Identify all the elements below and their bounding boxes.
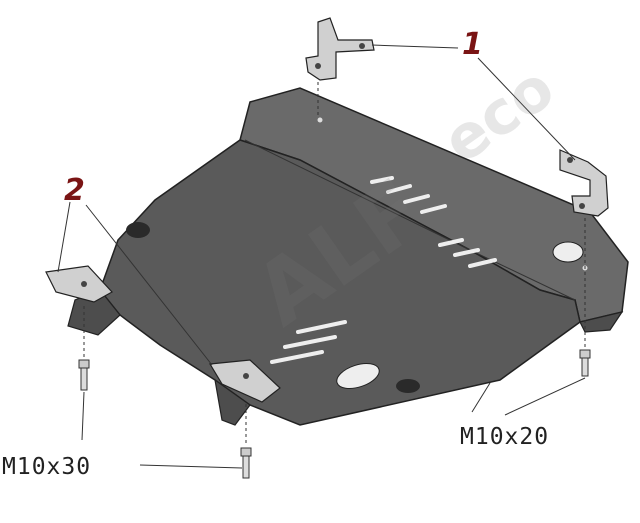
rubber-plug — [126, 222, 150, 238]
plate-front-flange — [214, 378, 251, 426]
vent-slot — [296, 320, 347, 334]
vent-slot — [283, 335, 337, 349]
plate-main-section — [99, 139, 581, 426]
mount-hole — [317, 117, 323, 123]
vent-slot — [468, 258, 497, 268]
bracket-part-2-front — [208, 359, 281, 445]
plate-right-flange — [579, 311, 624, 333]
rubber-plug — [396, 379, 420, 393]
vent-slot — [270, 350, 324, 364]
callout-part-2: 2 — [64, 173, 85, 208]
bracket-part-1-top — [305, 17, 375, 118]
vent-slot — [370, 176, 394, 184]
bracket-part-2-left — [45, 265, 113, 360]
filter-access-hole — [552, 241, 584, 263]
bolt-m10x30-left — [78, 359, 90, 391]
drain-access-hole — [336, 363, 380, 389]
ventilation-slots — [270, 176, 497, 364]
bracket-part-1-right — [559, 149, 609, 350]
callout-part-1: 1 — [462, 27, 483, 62]
bolt-label-m10x20: M10x20 — [460, 424, 550, 450]
bolt-label-m10x30: M10x30 — [2, 454, 92, 480]
bolt-m10x30-front — [240, 447, 252, 479]
engine-skid-plate — [67, 87, 629, 426]
vent-slot — [438, 238, 464, 247]
vent-slot — [453, 248, 480, 257]
vent-slot — [386, 184, 412, 194]
vent-slot — [403, 194, 430, 204]
bolt-m10x20-right — [579, 349, 591, 377]
leader-lines — [57, 44, 586, 469]
vent-slot — [420, 204, 447, 214]
